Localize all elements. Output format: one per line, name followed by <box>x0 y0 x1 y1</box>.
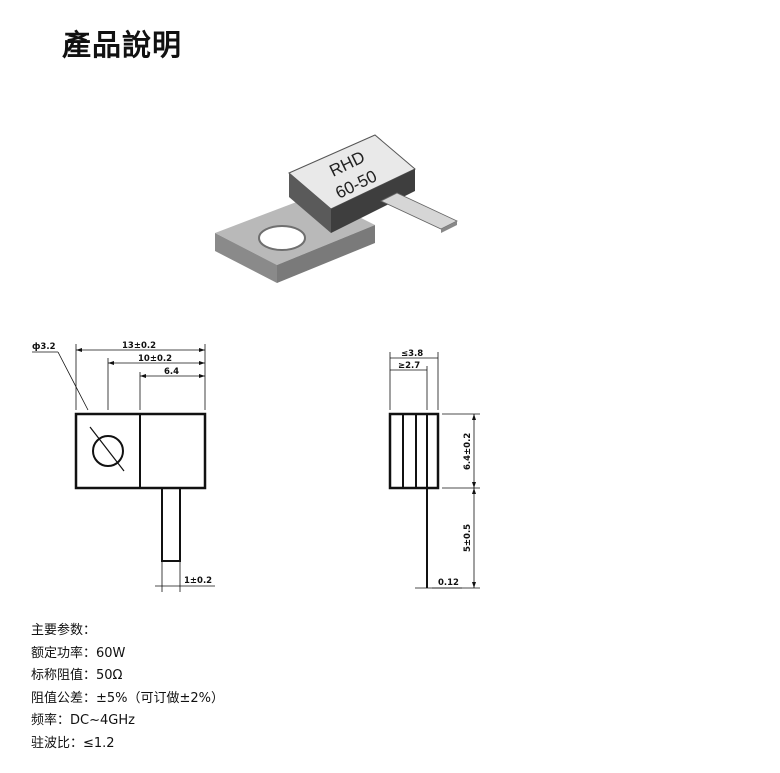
spec-frequency: 频率：DC~4GHz <box>31 713 135 728</box>
side-body-outline <box>388 412 440 490</box>
dim-lead-width: 1±0.2 <box>184 576 212 586</box>
product-photo: RHD 60-50 <box>215 134 458 283</box>
dim-total-thickness: ≤3.8 <box>401 349 423 359</box>
dim-lead-length: 5±0.5 <box>463 524 473 552</box>
spec-resistance: 标称阻值：50Ω <box>31 668 123 683</box>
mounting-hole <box>258 225 306 251</box>
spec-heading: 主要参数： <box>31 623 97 638</box>
dim-overall-length: 13±0.2 <box>122 341 156 351</box>
page-title: 產品說明 <box>62 28 183 62</box>
spec-list: 主要参数： 额定功率：60W 标称阻值：50Ω 阻值公差：±5%（可订做±2%）… <box>31 620 224 755</box>
dim-hole-dia: ф3.2 <box>32 342 56 352</box>
dim-lead-thickness: 0.12 <box>438 578 459 588</box>
front-lead <box>161 487 181 562</box>
dimension-drawing: ф3.2 13±0.2 10±0.2 6.4 1±0.2 ≤3.8 ≥2.7 6… <box>32 341 480 592</box>
dim-body-length: 6.4 <box>164 367 179 377</box>
dim-to-hole-center: 10±0.2 <box>138 354 172 364</box>
dim-body-height: 6.4±0.2 <box>463 433 473 470</box>
spec-tolerance: 阻值公差：±5%（可订做±2%） <box>31 690 225 706</box>
spec-vswr: 驻波比：≤1.2 <box>31 735 115 751</box>
dim-ceramic-thickness: ≥2.7 <box>398 361 420 371</box>
spec-power: 额定功率：60W <box>31 645 126 661</box>
front-hole <box>92 435 124 467</box>
